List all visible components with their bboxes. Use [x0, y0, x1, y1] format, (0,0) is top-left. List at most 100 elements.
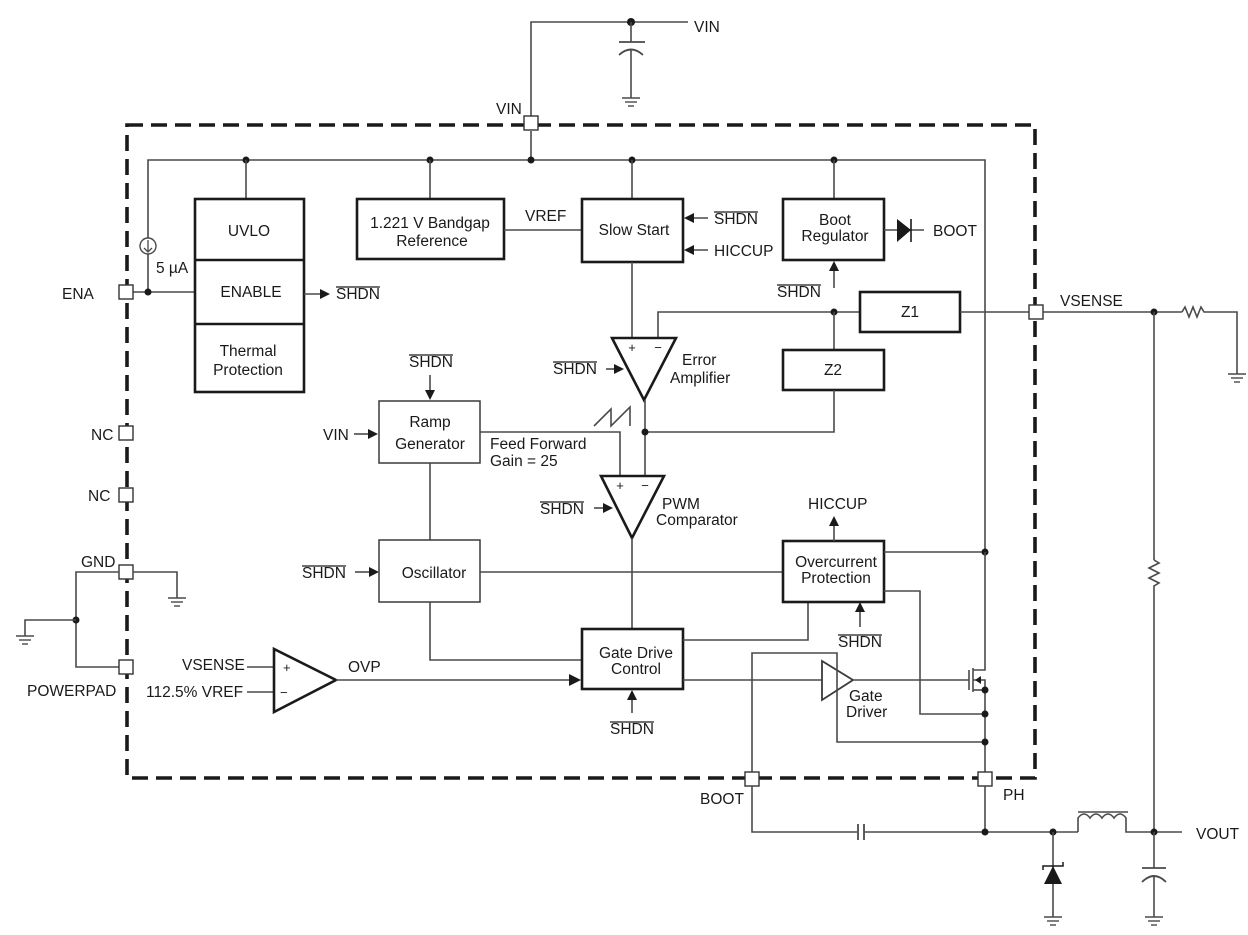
feedback-resistor-top-icon	[1181, 304, 1238, 374]
pin-ena[interactable]	[118, 284, 134, 300]
boot-regulator-block	[781, 197, 886, 262]
ocp-line2: Protection	[801, 570, 871, 587]
boot-diode-icon	[897, 219, 912, 242]
thermal-block-line2: Protection	[213, 362, 283, 379]
output-stage	[751, 786, 1182, 926]
oscillator-label: Oscillator	[402, 565, 467, 582]
ramp-generator-block	[378, 400, 481, 464]
internal-vin-rail	[147, 131, 986, 552]
pin-powerpad[interactable]	[118, 659, 134, 675]
ground-icon	[621, 97, 641, 107]
arrow-icon	[425, 390, 435, 400]
vref-label: VREF	[525, 208, 566, 225]
gate-drive-line2: Control	[611, 661, 661, 678]
arrow-icon	[569, 674, 581, 686]
pwm-line2: Comparator	[656, 512, 738, 529]
z2-block	[781, 348, 886, 392]
gate-driver-line2: Driver	[846, 704, 887, 721]
ovp-plus-input-label: VSENSE	[182, 657, 245, 674]
arrow-icon	[320, 289, 330, 299]
pin-gnd[interactable]	[118, 564, 134, 580]
pwm-comparator	[598, 474, 667, 541]
oscillator-shdn-input: SHDN	[302, 565, 346, 582]
arrow-icon	[855, 602, 865, 612]
thermal-block-line1: Thermal	[220, 343, 277, 360]
feedback-resistor-bottom-icon	[1147, 559, 1161, 832]
pwm-minus: −	[641, 478, 649, 493]
pin-vin-label: VIN	[496, 101, 522, 118]
pin-ph[interactable]	[977, 771, 993, 787]
inductor-icon	[1077, 811, 1182, 833]
pin-vin[interactable]	[523, 115, 539, 131]
slow-start-hiccup-input: HICCUP	[714, 243, 773, 260]
pwm-plus: +	[616, 478, 624, 493]
enable-shdn-output: SHDN	[336, 286, 380, 303]
uvlo-enable-thermal-stack	[193, 197, 306, 394]
gate-drive-shdn-input: SHDN	[610, 721, 654, 738]
boot-capacitor-icon	[857, 824, 865, 840]
slow-start-label: Slow Start	[599, 222, 670, 239]
ground-icon	[15, 635, 35, 645]
ramp-line1: Ramp	[409, 414, 450, 431]
arrow-icon	[829, 516, 839, 526]
bandgap-line1: 1.221 V Bandgap	[370, 215, 490, 232]
pin-nc-1-label: NC	[91, 427, 113, 444]
arrow-icon	[684, 245, 694, 255]
arrow-icon	[614, 364, 624, 374]
vin-supply-label: VIN	[694, 19, 720, 36]
boot-output-label: BOOT	[933, 223, 977, 240]
pin-powerpad-label: POWERPAD	[27, 683, 116, 700]
current-source-icon	[139, 237, 157, 255]
feed-forward-line1: Feed Forward	[490, 436, 586, 453]
pin-nc-1[interactable]	[118, 425, 134, 441]
ground-icon	[1144, 916, 1164, 926]
ovp-minus-input-label: 112.5% VREF	[146, 684, 243, 701]
pin-boot[interactable]	[744, 771, 760, 787]
enable-block: ENABLE	[220, 284, 281, 301]
pin-nc-2[interactable]	[118, 487, 134, 503]
error-amp-line2: Amplifier	[670, 370, 730, 387]
bandgap-line2: Reference	[396, 233, 468, 250]
error-amp-plus: +	[628, 340, 636, 355]
bandgap-block	[355, 197, 506, 261]
gate-drive-control-block	[580, 627, 685, 691]
chip-boundary	[125, 123, 1037, 780]
pin-vsense[interactable]	[1028, 304, 1044, 320]
ground-icon	[167, 597, 187, 607]
ground-icon	[1043, 916, 1063, 926]
boot-regulator-shdn-input: SHDN	[777, 284, 821, 301]
ovp-minus: −	[280, 685, 288, 700]
schottky-diode-icon	[1042, 862, 1064, 884]
pin-ena-label: ENA	[62, 286, 95, 303]
error-amp-line1: Error	[682, 352, 716, 369]
z1-label: Z1	[901, 304, 919, 321]
high-side-mosfet-icon	[968, 552, 986, 692]
pwm-line1: PWM	[662, 496, 700, 513]
ramp-shdn-input: SHDN	[409, 354, 453, 371]
boot-regulator-line2: Regulator	[801, 228, 868, 245]
ground-icon	[1227, 373, 1247, 383]
ocp-shdn-input: SHDN	[838, 634, 882, 651]
pin-boot-label: BOOT	[700, 791, 744, 808]
ocp-hiccup-output: HICCUP	[808, 496, 867, 513]
sawtooth-icon	[593, 405, 631, 428]
ovp-plus: +	[283, 660, 291, 675]
pwm-shdn-input: SHDN	[540, 501, 584, 518]
arrow-icon	[368, 429, 378, 439]
pin-ph-label: PH	[1003, 787, 1025, 804]
pin-gnd-label: GND	[81, 554, 115, 571]
input-capacitor-icon	[618, 41, 645, 56]
ocp-line1: Overcurrent	[795, 554, 878, 571]
ovp-comparator	[272, 646, 339, 715]
arrow-icon	[829, 261, 839, 271]
arrow-icon	[603, 503, 613, 513]
pin-nc-2-label: NC	[88, 488, 110, 505]
error-amp-shdn-input: SHDN	[553, 361, 597, 378]
ramp-line2: Generator	[395, 436, 465, 453]
overcurrent-protection-block	[781, 539, 886, 604]
uvlo-block: UVLO	[228, 223, 270, 240]
gate-driver-line1: Gate	[849, 688, 883, 705]
arrow-icon	[369, 567, 379, 577]
vin-supply-net	[530, 18, 688, 117]
